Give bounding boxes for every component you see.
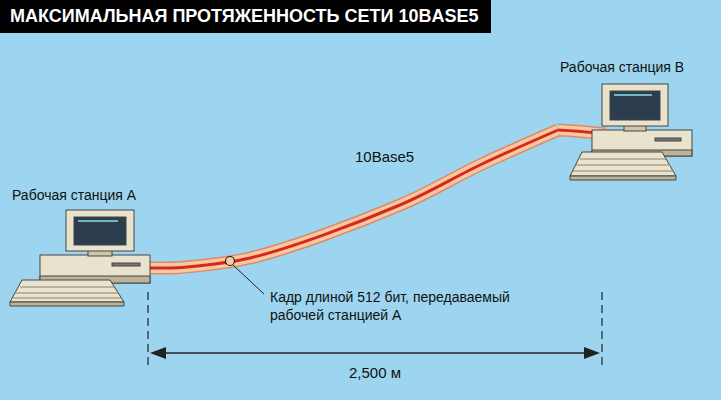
arrow-head (150, 347, 166, 359)
extension-line (601, 292, 602, 368)
arrow-head (584, 347, 600, 359)
cable-core (172, 130, 558, 268)
cable-fill (172, 130, 558, 268)
frame-note: Кадр длиной 512 бит, передаваемый рабоче… (270, 288, 542, 324)
cable-sheath (172, 130, 558, 268)
title-banner: МАКСИМАЛЬНАЯ ПРОТЯЖЕННОСТЬ СЕТИ 10BASE5 (0, 0, 491, 33)
extension-line (147, 292, 148, 368)
station-label: Рабочая станция А (10, 187, 138, 203)
computer-icon (10, 210, 150, 306)
computer-icon (570, 84, 692, 180)
dimension-line (160, 352, 590, 354)
station-label: Рабочая станция В (558, 59, 686, 75)
coax-cable (172, 130, 558, 268)
dimension-label: 2,500 м (346, 363, 404, 383)
workstation: Рабочая станция В (558, 58, 713, 184)
cable-stub (140, 130, 605, 268)
workstation: Рабочая станция А (10, 186, 172, 310)
leader-line (233, 265, 264, 294)
frame-marker (226, 257, 235, 266)
cable-label: 10Base5 (355, 148, 414, 165)
